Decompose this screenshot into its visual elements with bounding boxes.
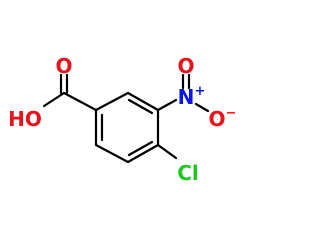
nitro-bond xyxy=(156,98,178,112)
ring-bond xyxy=(126,143,160,164)
chlorine-bond xyxy=(156,143,178,160)
ring-bond xyxy=(94,143,130,164)
structure-canvas: O HO O N + O − Cl xyxy=(8,54,237,185)
chlorine-label: Cl xyxy=(177,161,199,185)
carboxyl-bond xyxy=(62,91,98,112)
ring-double-bond xyxy=(127,98,154,115)
ring-bond xyxy=(94,91,130,112)
bond-group xyxy=(42,73,210,164)
structure-diagram: O HO O N + O − Cl xyxy=(8,54,237,185)
nitro-oxygen-top-label: O xyxy=(177,54,194,78)
hydroxyl-label: HO xyxy=(8,107,42,131)
nitro-single-bond xyxy=(194,102,210,113)
ring-double-bond xyxy=(127,140,154,157)
nitro-nitrogen-charge: + xyxy=(195,84,206,99)
ring-bond xyxy=(126,91,160,112)
nitro-nitrogen-label: N xyxy=(178,85,195,109)
carboxyl-oxygen-label: O xyxy=(55,54,72,78)
nitro-oxygen-charge: − xyxy=(226,106,237,121)
hydroxyl-bond xyxy=(42,91,66,108)
nitro-oxygen-right-label: O xyxy=(208,107,225,131)
